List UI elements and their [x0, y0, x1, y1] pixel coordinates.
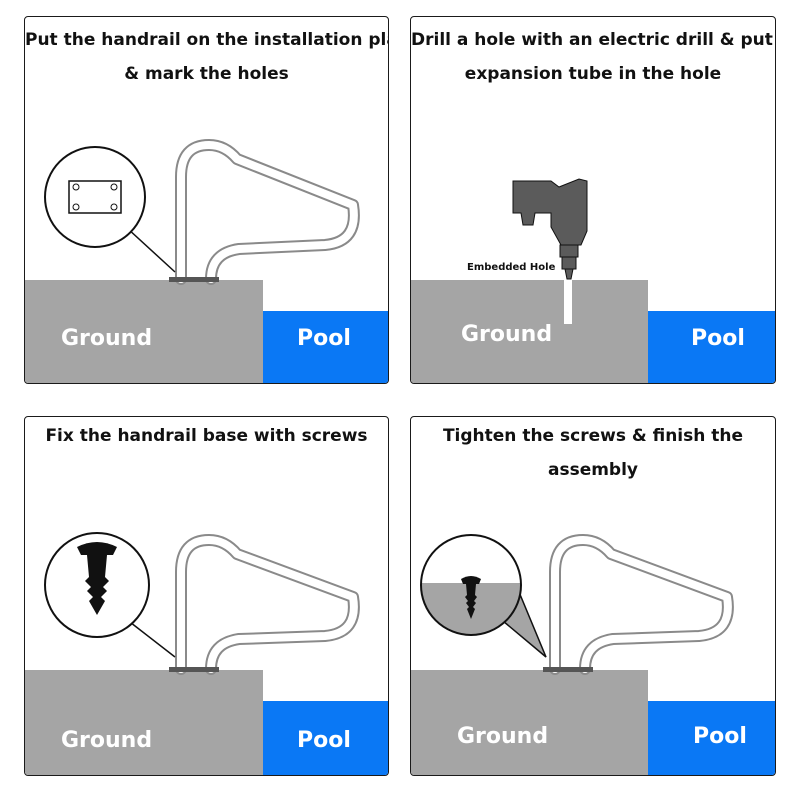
handrail-base: [543, 667, 593, 672]
pool-label: Pool: [297, 326, 351, 351]
embedded-hole: [564, 280, 572, 324]
handrail-base: [169, 667, 219, 672]
step-3-caption-line1: Fix the handrail base with screws: [45, 426, 368, 446]
step-2-caption-line2: expansion tube in the hole: [464, 64, 722, 84]
step-2-panel: Drill a hole with an electric drill & pu…: [410, 16, 776, 384]
ground-label: Ground: [457, 724, 548, 749]
ground-block: [411, 670, 648, 775]
embedded-screw-icon: [461, 576, 481, 619]
screw-icon: [77, 542, 117, 615]
ground-block: [25, 280, 263, 383]
embedded-hole-label: Embedded Hole: [467, 262, 556, 273]
step-2-caption-line1: Drill a hole with an electric drill & pu…: [411, 30, 776, 50]
base-plate-holes-icon: [68, 180, 122, 214]
electric-drill-icon: [512, 178, 588, 280]
ground-block: [25, 670, 263, 775]
step-4-caption-line2: assembly: [547, 460, 639, 480]
handrail-base: [169, 277, 219, 282]
step-2-illustration: Ground Pool Embedded Hole: [411, 178, 775, 383]
pool-block: [648, 701, 775, 775]
step-4-caption-line1: Tighten the screws & finish the: [442, 426, 744, 446]
ground-label: Ground: [61, 728, 152, 753]
pool-block: [263, 311, 388, 383]
step-4-panel: Tighten the screws & finish the assembly…: [410, 416, 776, 776]
handrail-icon: [175, 534, 360, 675]
handrail-icon: [549, 534, 734, 675]
step-1-caption-line1: Put the handrail on the installation pla…: [25, 30, 389, 50]
step-3-illustration: Ground Pool: [25, 532, 388, 775]
step-1-panel: Put the handrail on the installation pla…: [24, 16, 389, 384]
pool-label: Pool: [691, 326, 745, 351]
ground-label: Ground: [61, 326, 152, 351]
step-3-panel: Fix the handrail base with screws Ground…: [24, 416, 389, 776]
pool-label: Pool: [297, 728, 351, 753]
step-1-illustration: Ground Pool: [25, 139, 388, 383]
ground-block: [411, 280, 648, 383]
step-1-caption-line2: & mark the holes: [124, 64, 289, 84]
pool-label: Pool: [693, 724, 747, 749]
handrail-icon: [175, 139, 360, 285]
ground-label: Ground: [461, 322, 552, 347]
step-4-illustration: Ground Pool: [411, 534, 775, 775]
pool-block: [648, 311, 775, 383]
pool-block: [263, 701, 388, 775]
